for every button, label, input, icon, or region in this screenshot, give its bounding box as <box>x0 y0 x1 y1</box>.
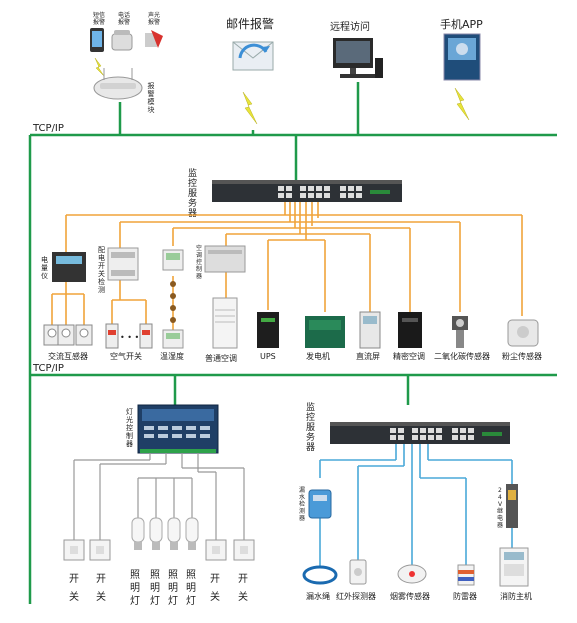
lightning-icon <box>242 91 258 125</box>
wall-switch <box>205 539 227 561</box>
current-transformer-devices <box>43 324 93 346</box>
ups-label: UPS <box>260 352 276 361</box>
distribution-switch-module <box>107 247 139 281</box>
tcpip-label-top: TCP/IP <box>32 123 64 134</box>
lightning-protector-device <box>457 564 475 586</box>
ac-label: 普通空调 <box>205 353 237 363</box>
sms-alarm-device <box>90 28 104 52</box>
phone-alarm-label: 电话报警 <box>118 11 130 26</box>
ac-controller-device <box>204 245 246 273</box>
leak-detector-device <box>308 489 332 519</box>
server-1-wires <box>51 202 523 330</box>
light-label: 照明灯 <box>150 569 160 607</box>
dust-label: 粉尘传感器 <box>502 351 542 361</box>
co2-sensor-device <box>452 316 468 348</box>
tcpip-bus-lines <box>28 82 557 604</box>
alarm-module-device <box>93 68 143 100</box>
temp-label: 温湿度 <box>160 351 184 361</box>
light-label: 照明灯 <box>168 569 178 607</box>
breaker-label: 空气开关 <box>110 351 142 361</box>
email-alarm-label: 邮件报警 <box>226 16 274 31</box>
distribution-switch-label: 配电开关检测 <box>98 246 105 294</box>
fire-host-label: 消防主机 <box>500 591 532 601</box>
light-label: 照明灯 <box>186 569 196 607</box>
switch-label: 开关 <box>210 574 220 603</box>
precision-ac-label: 精密空调 <box>393 351 425 361</box>
breaker-ellipsis: • • • <box>120 333 139 342</box>
power-meter-device <box>52 252 86 282</box>
light-bulb <box>149 517 163 550</box>
ct-label: 交流互感器 <box>48 351 88 361</box>
relay-24v-device <box>506 484 518 528</box>
alarm-module-label: 报警模块 <box>147 81 155 114</box>
lighting-controller-device <box>137 404 219 454</box>
co2-label: 二氧化碳传感器 <box>434 351 490 361</box>
air-breaker-devices <box>105 323 153 349</box>
leak-rope-label: 漏水绳 <box>306 591 330 601</box>
mobile-app-icon <box>443 33 481 81</box>
computer-icon <box>333 38 383 78</box>
server-2-label: 监控服务器 <box>306 401 315 453</box>
light-bulb <box>131 517 145 550</box>
sound-light-alarm-label: 声光报警 <box>148 11 160 26</box>
email-icon <box>232 41 274 71</box>
mobile-app-label: 手机APP <box>440 17 483 31</box>
server-1-label: 监控服务器 <box>188 167 197 219</box>
ac-controller-label: 空调控制器 <box>196 244 202 280</box>
sms-alarm-label: 短信报警 <box>93 11 105 26</box>
smoke-sensor-label: 烟雾传感器 <box>390 591 430 601</box>
sound-light-alarm-device <box>145 30 163 48</box>
dust-sensor-device <box>507 319 539 347</box>
monitoring-server-2 <box>330 422 510 444</box>
lightning-icon <box>94 57 105 77</box>
switch-label: 开关 <box>96 574 106 603</box>
fire-host-device <box>499 547 529 587</box>
light-bulb <box>185 517 199 550</box>
server-2-wires <box>319 444 513 566</box>
lighting-wires <box>73 453 245 540</box>
power-meter-label: 电量仪 <box>41 255 48 280</box>
ir-detector-device <box>349 559 367 585</box>
tcpip-label-mid: TCP/IP <box>32 363 64 374</box>
dc-screen-label: 直流屏 <box>356 351 380 361</box>
temp-humidity-sensor <box>162 329 184 349</box>
wall-switch <box>63 539 85 561</box>
temp-sensor-chain <box>170 281 176 323</box>
phone-alarm-device <box>111 30 133 51</box>
switch-label: 开关 <box>69 574 79 603</box>
remote-access-label: 远程访问 <box>330 20 370 33</box>
light-bulb <box>167 517 181 550</box>
switch-label: 开关 <box>238 574 248 603</box>
wall-switch <box>89 539 111 561</box>
standard-ac-unit <box>212 297 238 349</box>
wall-switch <box>233 539 255 561</box>
precision-ac-cabinet <box>398 312 422 348</box>
smoke-sensor-device <box>397 564 427 584</box>
lightning-icon <box>454 87 470 121</box>
monitoring-server-1 <box>212 180 402 202</box>
lightning-protector-label: 防雷器 <box>453 591 477 601</box>
leak-rope-device <box>302 565 338 585</box>
ir-detector-label: 红外探测器 <box>336 591 376 601</box>
light-label: 照明灯 <box>130 569 140 607</box>
generator-label: 发电机 <box>306 351 330 361</box>
dc-screen-cabinet <box>359 311 381 349</box>
temp-sensor-display <box>162 249 184 271</box>
lighting-controller-label: 灯光控制器 <box>126 407 133 448</box>
ups-device <box>257 312 279 348</box>
generator-device <box>305 316 345 348</box>
leak-detector-label: 漏水检测器 <box>299 486 305 522</box>
